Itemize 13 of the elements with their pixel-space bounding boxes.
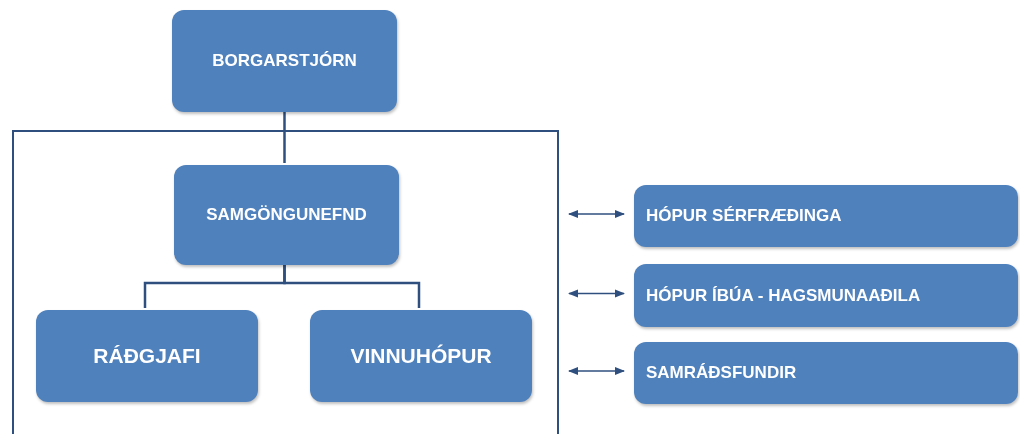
double-arrow (567, 289, 626, 298)
org-box: SAMRÁÐSFUNDIR (634, 342, 1018, 404)
org-box: RÁÐGJAFI (36, 310, 258, 402)
org-box: BORGARSTJÓRN (172, 10, 397, 112)
double-arrow (567, 209, 626, 219)
group-frame (12, 130, 559, 434)
org-box: VINNUHÓPUR (310, 310, 532, 402)
org-box: SAMGÖNGUNEFND (174, 165, 399, 265)
connector-line (283, 263, 421, 308)
connector-line (283, 112, 286, 163)
org-box: HÓPUR SÉRFRÆÐINGA (634, 185, 1018, 247)
org-box: HÓPUR ÍBÚA - HAGSMUNAAÐILA (634, 264, 1018, 327)
double-arrow (567, 366, 626, 376)
